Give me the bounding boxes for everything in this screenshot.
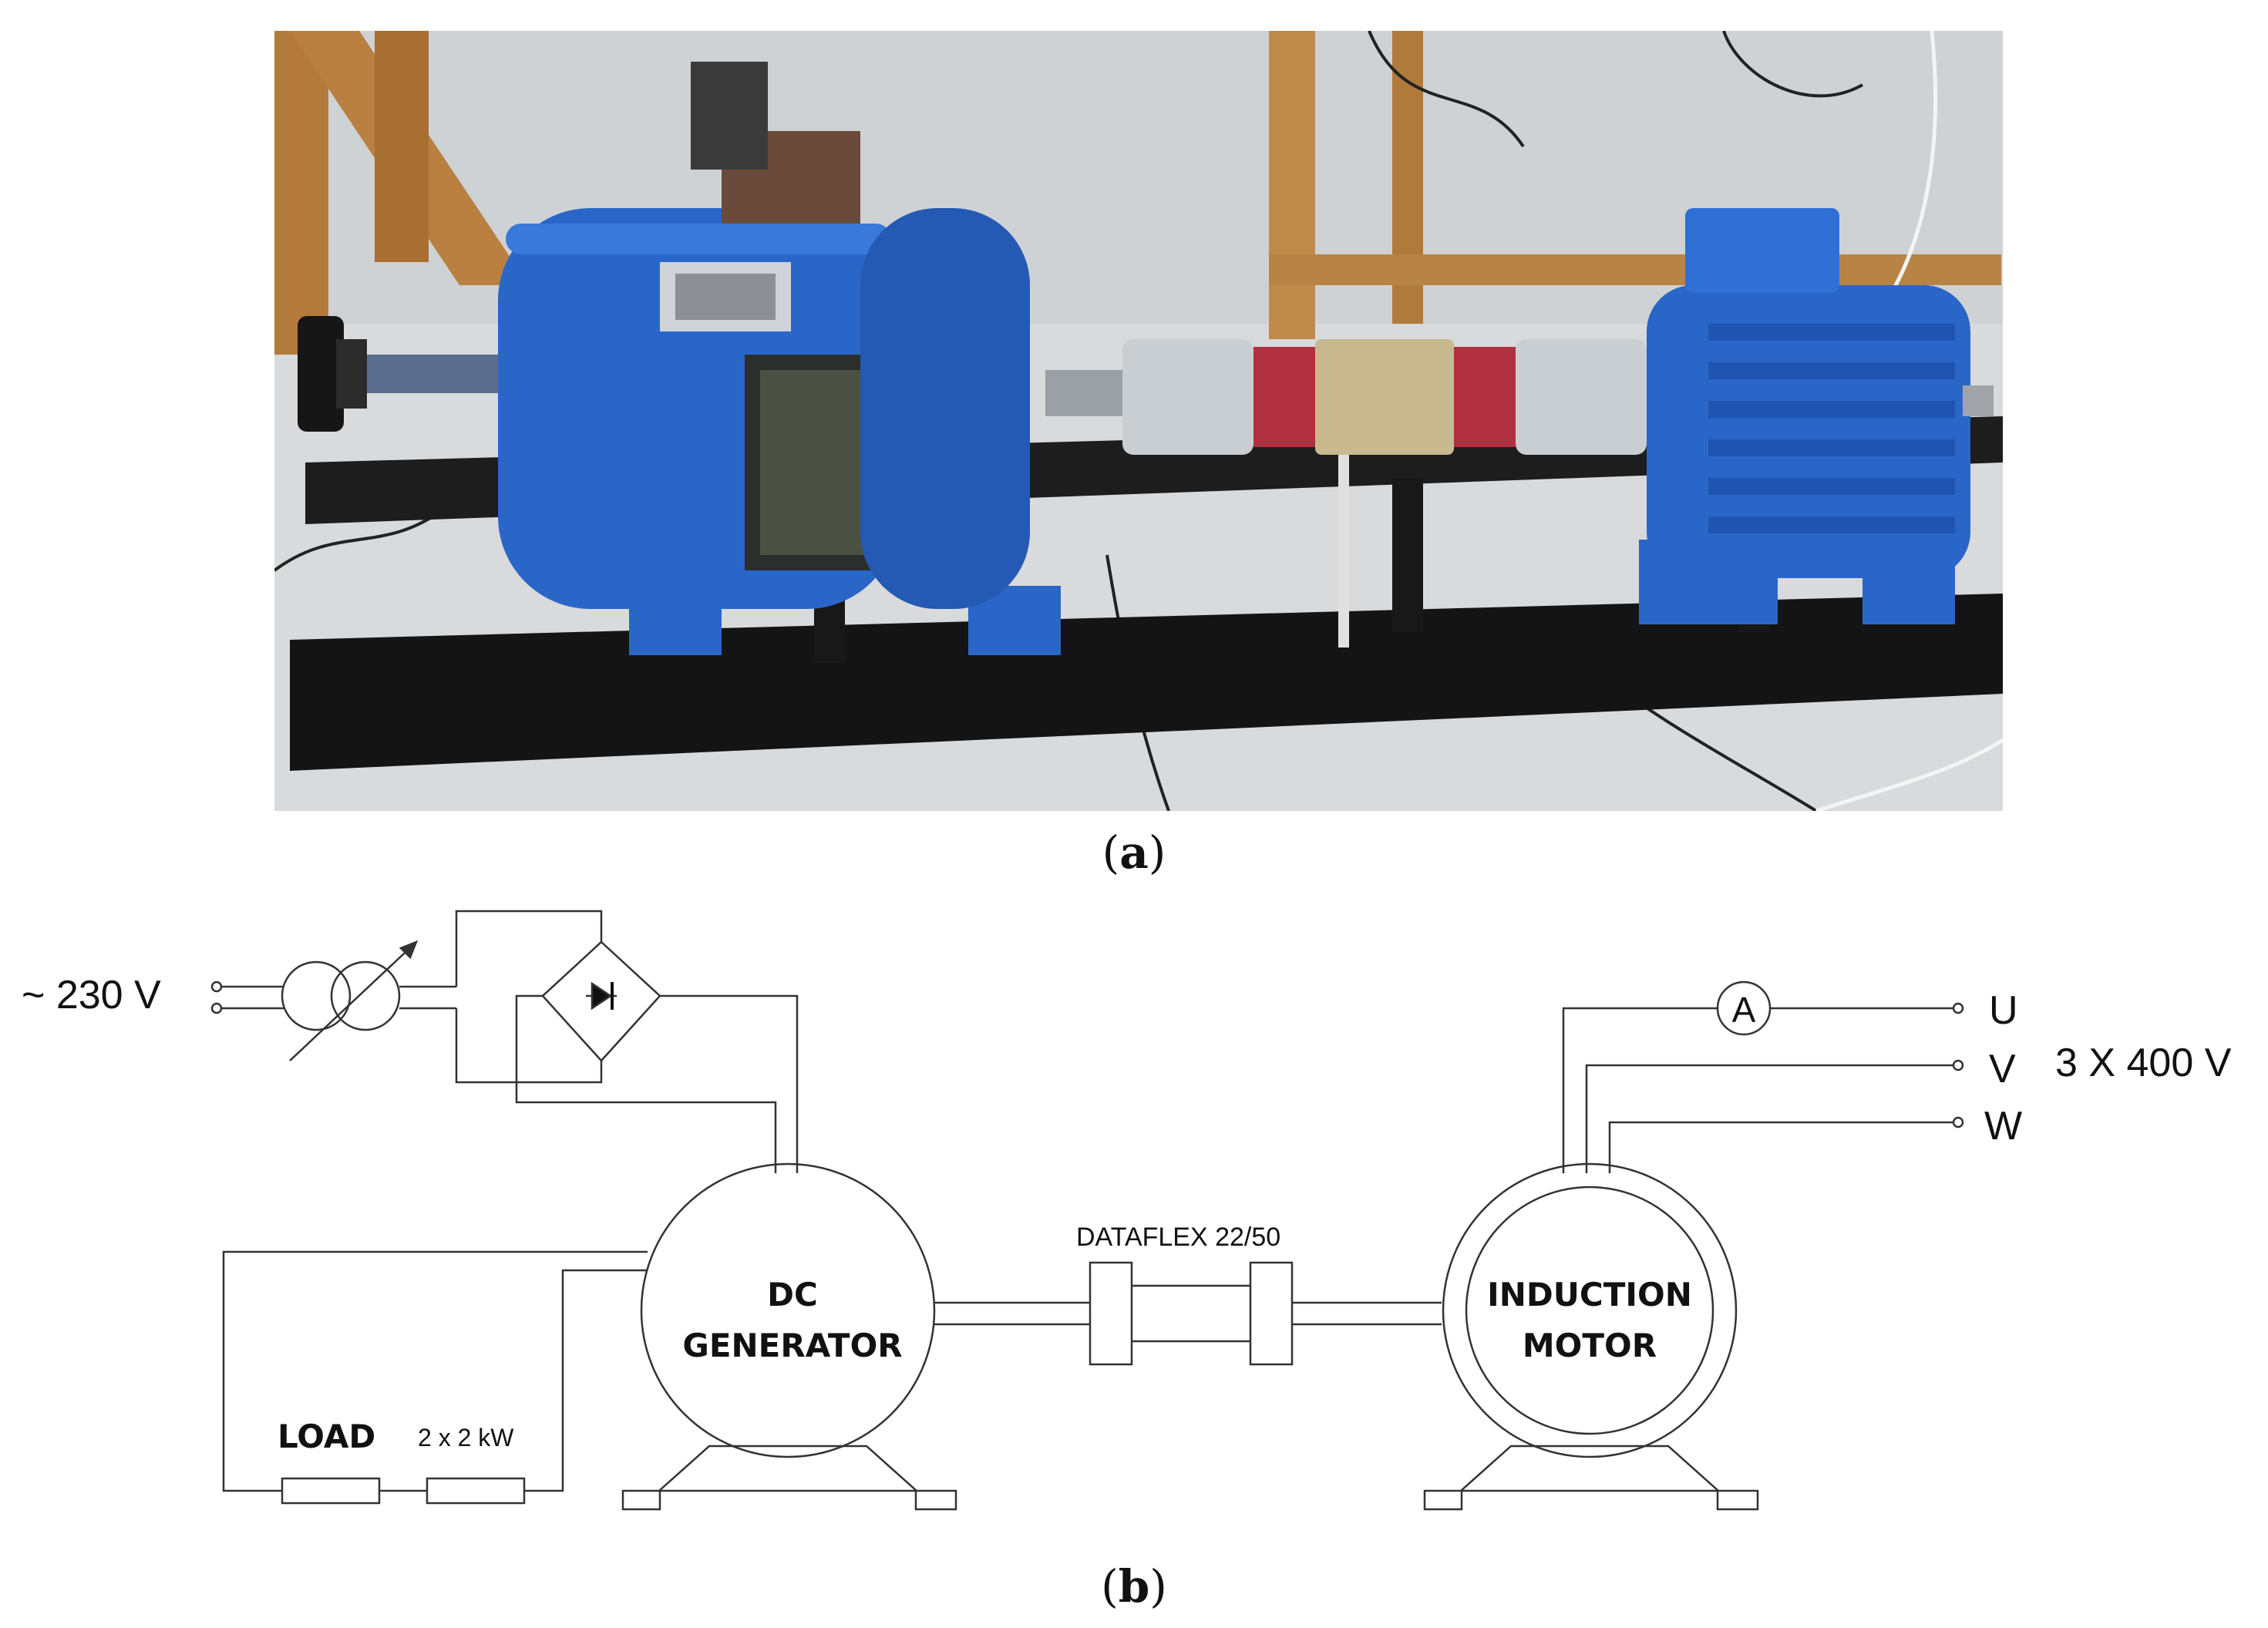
induction-motor-photo [1639,208,1994,624]
terminal-v [1952,1059,1964,1071]
caption-b: (b) [1101,1560,1167,1613]
variable-transformer-symbol [281,940,419,1061]
dc-generator-label-line1: DC [767,1276,818,1314]
load-rating-label: 2 x 2 kW [418,1424,514,1451]
wooden-frame [274,31,2001,355]
supply-3phase-label: 3 X 400 V [2055,1041,2232,1085]
rectifier-bridge-symbol [541,940,661,1062]
dc-generator-symbol [621,1162,957,1511]
load-circuit [222,1250,648,1505]
supply-ac-label: ~ 230 V [22,973,161,1018]
phase-u-label: U [1989,988,2018,1033]
caption-a: (a) [1102,826,1166,879]
coupling-symbol [1089,1261,1294,1366]
dc-generator-photo [498,62,1061,655]
dc-generator-label-line2: GENERATOR [682,1327,902,1364]
ammeter-label: A [1732,990,1756,1030]
terminal-u [1952,1002,1964,1014]
supply-terminal-2 [210,1002,223,1014]
phase-v-label: V [1989,1047,2016,1092]
induction-motor-label-line1: INDUCTION [1487,1276,1692,1314]
encoder [298,316,498,432]
test-bench-photo [274,31,2003,811]
coupling-label: DATAFLEX 22/50 [1076,1223,1280,1252]
phase-w-label: W [1984,1104,2022,1149]
schematic-diagram: ~ 230 V A U V W 3 X 400 V DATAFLEX 22/50… [22,910,2232,1511]
load-label: LOAD [278,1418,375,1455]
induction-motor-symbol [1423,1162,1759,1511]
induction-motor-label-line2: MOTOR [1523,1327,1657,1364]
terminal-w [1952,1116,1964,1128]
supply-terminal-1 [210,980,223,993]
